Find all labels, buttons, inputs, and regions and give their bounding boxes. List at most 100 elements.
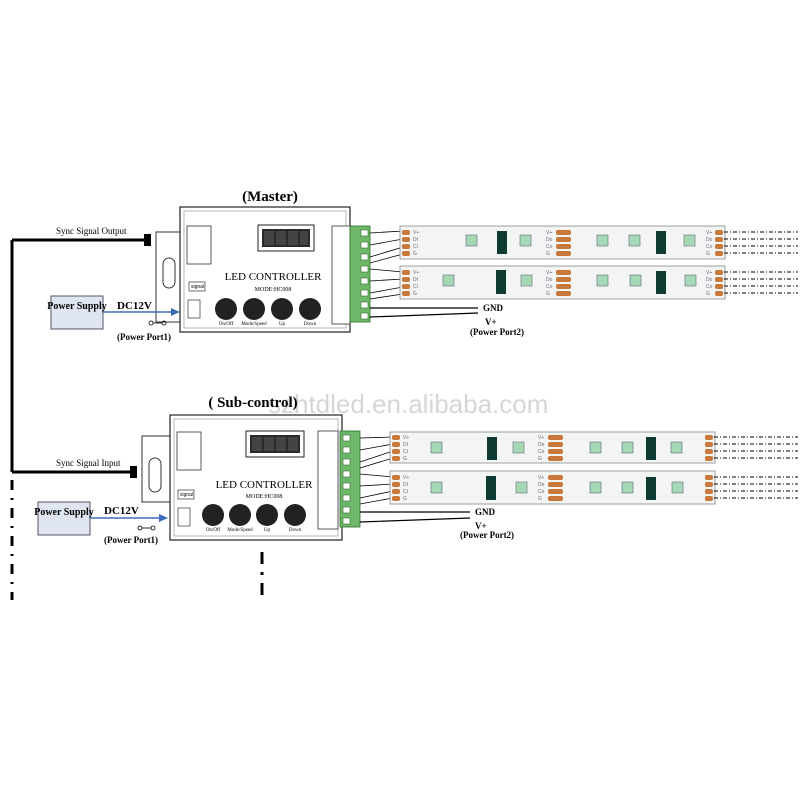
sub-strip2-pad-vplus: V+ <box>403 475 409 481</box>
sub-onoff-label: On/Off <box>206 528 221 533</box>
sub-strip2-pad-ci: CI <box>403 489 408 495</box>
master-power-supply-label: Power Supply <box>47 301 107 312</box>
sub-led-strip-1: V+ DI CI G V+ Do Co G <box>389 431 798 464</box>
sub-controller: signal LED CONTROLLER MODE:HC008 On/Off … <box>141 414 361 541</box>
sub-strip1-mid-do: Do <box>538 442 545 448</box>
sub-strip1-mid-g: G <box>538 456 542 462</box>
sub-dc-label: DC12V <box>104 505 139 517</box>
master-strip1-mid-do: Do <box>546 237 553 243</box>
master-controller-name: LED CONTROLLER <box>225 271 323 283</box>
master-power-port2: (Power Port2) <box>470 327 524 337</box>
sub-strip2-pad-di: DI <box>403 482 408 488</box>
master-up-label: Up <box>279 322 286 327</box>
sub-terminal-block <box>339 430 361 528</box>
sub-sync-plug <box>130 466 137 478</box>
sub-strip1-pad-di: DI <box>403 442 408 448</box>
sub-controller-name: LED CONTROLLER <box>216 479 314 491</box>
master-strip2-pad-vplus: V+ <box>413 270 419 276</box>
sub-pin-column <box>317 430 339 530</box>
sub-strip2-mid-do: Do <box>538 482 545 488</box>
master-strip1-out-g: G <box>706 251 710 257</box>
sub-strip2-wires <box>359 473 394 505</box>
master-strip2-pad-g: G <box>413 291 417 297</box>
master-strip2-mid-g: G <box>546 291 550 297</box>
sub-strip2-pad-g: G <box>403 496 407 502</box>
master-dc-label: DC12V <box>117 300 152 312</box>
sub-signal-port <box>177 489 195 500</box>
master-title: (Master) <box>242 189 298 205</box>
master-strip1-wires <box>369 230 404 264</box>
sub-strip2-mid-vplus: V+ <box>538 475 544 481</box>
master-strip1-mid-vplus: V+ <box>546 230 552 236</box>
master-strip1-mid-co: Co <box>546 244 553 250</box>
master-strip2-out-g: G <box>706 291 710 297</box>
sub-strip1-pad-g: G <box>403 456 407 462</box>
master-led-strip-1: V+ DI CI G V+ Do Co G V+ Do Co G <box>399 225 798 260</box>
sub-vplus-wire <box>359 517 471 523</box>
master-strip1-out-vplus: V+ <box>706 230 712 236</box>
sub-strip1-mid-co: Co <box>538 449 545 455</box>
sub-power-supply-box <box>37 501 91 536</box>
master-mode-button <box>243 298 265 320</box>
sub-power-port1: (Power Port1) <box>104 535 158 545</box>
master-mode-label: Mode/Speed <box>241 322 267 327</box>
master-gnd-label: GND <box>483 303 504 313</box>
master-strip1-pad-g: G <box>413 251 417 257</box>
master-strip2-out-vplus: V+ <box>706 270 712 276</box>
master-strip1-out-do: Do <box>706 237 713 243</box>
master-controller: signal LED CONTROLLER MODE:HC008 On/Off … <box>155 206 371 333</box>
master-led-strip-2: V+ DI CI G V+ Do Co G V+ Do Co G <box>399 265 798 300</box>
master-strip2-mid-vplus: V+ <box>546 270 552 276</box>
master-pin-column <box>331 225 351 325</box>
master-strip2-pad-di: DI <box>413 277 418 283</box>
sub-power-port2: (Power Port2) <box>460 530 514 540</box>
master-sync-label: Sync Signal Output <box>56 226 127 236</box>
master-section: (Master) Sync Signal Output signal LED C… <box>12 189 798 342</box>
master-strip2-out-co: Co <box>706 284 713 290</box>
sub-section: ( Sub-control) Sync Signal Input signal … <box>12 395 798 600</box>
sub-controller-model: MODE:HC008 <box>246 494 283 500</box>
master-strip2-mid-co: Co <box>546 284 553 290</box>
master-strip1-mid-g: G <box>546 251 550 257</box>
sub-strip1-pad-ci: CI <box>403 449 408 455</box>
master-vplus-label: V+ <box>485 317 497 327</box>
master-vplus-wire <box>369 312 479 318</box>
sub-gnd-label: GND <box>475 507 496 517</box>
sub-mode-button <box>229 504 251 526</box>
master-strip1-pad-di: DI <box>413 237 418 243</box>
sub-up-label: Up <box>264 528 271 533</box>
watermark: szhtdled.en.alibaba.com <box>268 389 548 419</box>
sub-strip2-mid-co: Co <box>538 489 545 495</box>
sub-power-supply-text: Power Supply <box>34 507 94 518</box>
sub-led-strip-2: V+ DI CI G V+ Do Co G <box>389 470 798 505</box>
sub-strip1-mid-vplus: V+ <box>538 435 544 441</box>
master-power-supply-text: Power Supply <box>47 301 107 312</box>
master-power-supply-box <box>50 295 104 330</box>
sub-down-label: Down <box>289 528 302 533</box>
master-onoff-button <box>215 298 237 320</box>
sub-signal-label: signal <box>180 492 193 498</box>
sub-mode-label: Mode/Speed <box>227 528 253 533</box>
master-strip2-out-do: Do <box>706 277 713 283</box>
sub-strip1-pad-vplus: V+ <box>403 435 409 441</box>
sub-down-button <box>284 504 306 526</box>
sub-vplus-label: V+ <box>475 521 487 531</box>
master-strip1-pad-vplus: V+ <box>413 230 419 236</box>
sub-onoff-button <box>202 504 224 526</box>
master-controller-model: MODE:HC008 <box>255 287 292 293</box>
master-power-port1: (Power Port1) <box>117 332 171 342</box>
master-strip2-wires <box>369 268 404 300</box>
sub-up-button <box>256 504 278 526</box>
master-signal-label: signal <box>191 284 204 290</box>
sub-title: ( Sub-control) <box>208 395 297 411</box>
master-sync-plug <box>144 234 151 246</box>
master-onoff-label: On/Off <box>219 322 234 327</box>
sub-strip1-wires <box>359 436 394 469</box>
sub-power-supply-label: Power Supply <box>34 507 94 518</box>
master-down-label: Down <box>304 322 317 327</box>
sub-strip2-mid-g: G <box>538 496 542 502</box>
master-strip2-mid-do: Do <box>546 277 553 283</box>
master-up-button <box>271 298 293 320</box>
master-strip1-out-co: Co <box>706 244 713 250</box>
